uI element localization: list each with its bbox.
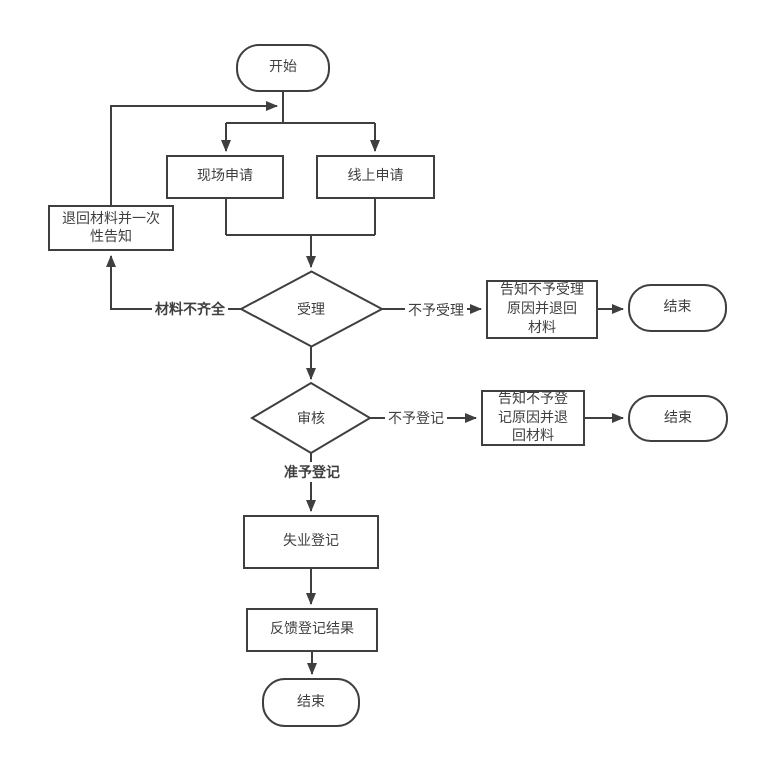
edge-label-not-accept: 不予受理: [405, 300, 467, 320]
node-onsite-apply: 现场申请: [166, 155, 284, 199]
node-end-review: 结束: [628, 395, 728, 442]
decision-review-shape: [250, 381, 372, 455]
edge-label-materials-incomplete: 材料不齐全: [152, 299, 228, 319]
node-unemployment-register: 失业登记: [243, 515, 379, 569]
node-notify-no-register: 告知不予登 记原因并退 回材料: [481, 390, 585, 446]
node-return-materials: 退回材料并一次 性告知: [48, 205, 174, 251]
connector-return-feedback: [110, 101, 278, 205]
edge-label-not-register: 不予登记: [385, 408, 447, 428]
decision-accept-shape: [238, 270, 385, 348]
node-end-accept: 结束: [628, 284, 727, 332]
node-review-decision-label: 审核: [297, 411, 325, 427]
edge-label-approve-register: 准予登记: [281, 462, 343, 482]
node-notify-no-accept: 告知不予受理 原因并退回 材料: [486, 280, 598, 339]
node-start: 开始: [236, 44, 330, 92]
node-accept-decision-label: 受理: [297, 302, 325, 318]
node-end-final: 结束: [262, 678, 360, 727]
node-feedback-result: 反馈登记结果: [246, 608, 378, 652]
node-online-apply: 线上申请: [316, 155, 435, 199]
